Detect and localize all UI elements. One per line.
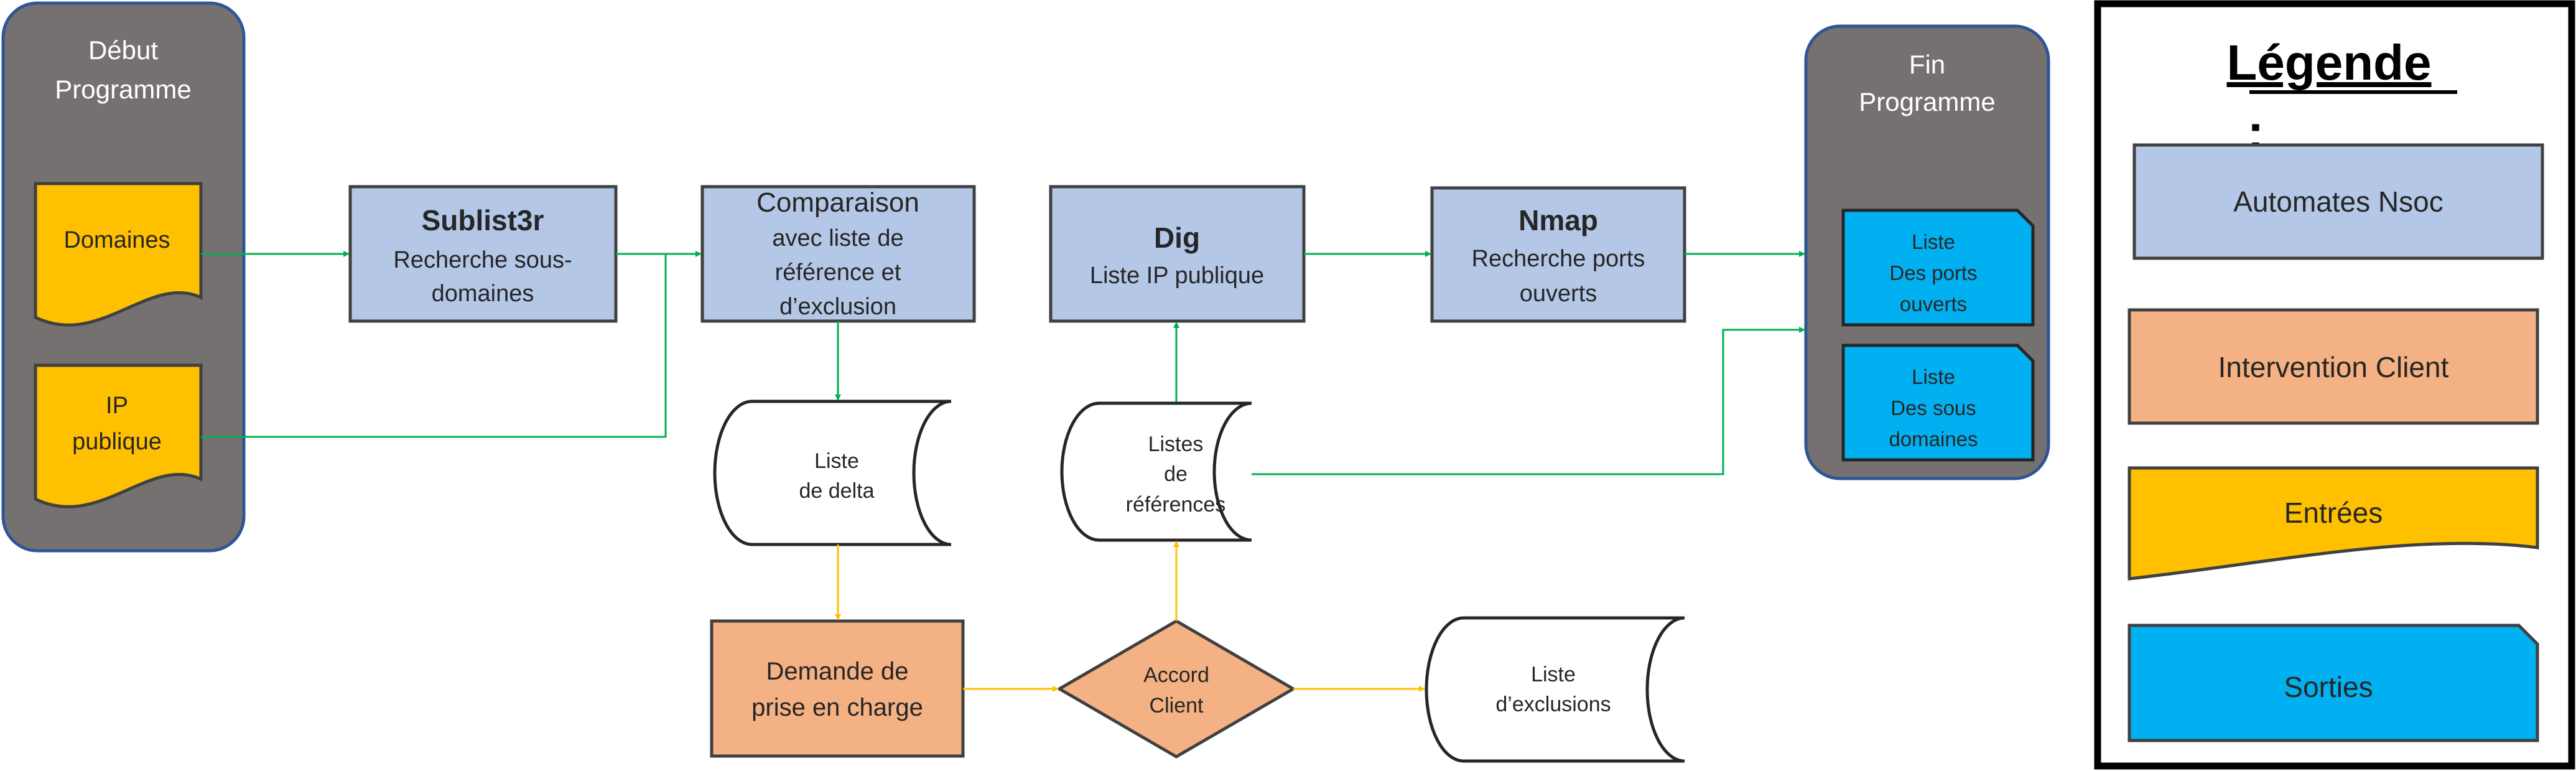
end-label-line2: Programme: [1859, 87, 1995, 116]
legend-client-label: Intervention Client: [2218, 351, 2449, 383]
end-label-line1: Fin: [1909, 50, 1945, 79]
start-label-line2: Programme: [55, 75, 191, 104]
storage-liste-delta: Liste de delta: [713, 400, 952, 546]
arrow-ip-to-comparaison: [201, 254, 667, 438]
ports-line1: Liste: [1912, 230, 1955, 253]
delta-line2: de delta: [799, 479, 875, 503]
comparaison-line3: d’exclusion: [779, 294, 896, 320]
sublist3r-line1: Recherche sous-: [393, 247, 572, 273]
output-ports-ouverts: Liste Des ports ouverts: [1841, 208, 2035, 327]
decision-accord-client: Accord Client: [1056, 619, 1296, 759]
ports-line2: Des ports: [1889, 261, 1977, 284]
demande-line2: prise en charge: [751, 694, 923, 721]
references-line3: références: [1126, 493, 1226, 516]
legend-intervention-client: Intervention Client: [2127, 308, 2539, 425]
sublist3r-title: Sublist3r: [422, 204, 544, 236]
client-demande-prise-en-charge: Demande de prise en charge: [710, 619, 965, 758]
input-domaines: Domaines: [34, 182, 203, 327]
process-sublist3r: Sublist3r Recherche sous- domaines: [348, 185, 618, 323]
legend: Légende : Automates Nsoc Intervention Cl…: [2094, 0, 2575, 770]
input-ip-publique: IP publique: [34, 363, 203, 508]
nmap-line2: ouverts: [1520, 281, 1597, 307]
legend-title: Légende: [2227, 35, 2432, 90]
nmap-line1: Recherche ports: [1472, 246, 1645, 272]
sous-domaines-line2: Des sous: [1890, 396, 1976, 419]
legend-entrees: Entrées: [2127, 466, 2539, 581]
comparaison-line2: référence et: [775, 259, 901, 286]
references-line2: de: [1164, 462, 1188, 486]
legend-automates-label: Automates Nsoc: [2233, 185, 2443, 218]
ports-line3: ouverts: [1900, 292, 1967, 315]
sous-domaines-line1: Liste: [1912, 365, 1955, 388]
delta-line1: Liste: [814, 449, 859, 473]
demande-line1: Demande de: [766, 658, 908, 685]
legend-automates: Automates Nsoc: [2132, 143, 2544, 260]
start-label-line1: Début: [88, 35, 158, 65]
process-dig: Dig Liste IP publique: [1049, 185, 1306, 323]
legend-entrees-label: Entrées: [2284, 497, 2383, 529]
input-domaines-label: Domaines: [63, 227, 170, 253]
storage-listes-references: Listes de références: [1060, 401, 1252, 542]
exclusions-line2: d’exclusions: [1495, 693, 1611, 716]
process-comparaison: Comparaison avec liste de référence et d…: [700, 185, 976, 323]
arrow-references-to-end: [1252, 327, 1805, 475]
comparaison-title: Comparaison: [756, 187, 919, 218]
accord-line1: Accord: [1143, 663, 1209, 687]
output-sous-domaines: Liste Des sous domaines: [1841, 343, 2035, 462]
sous-domaines-line3: domaines: [1889, 428, 1978, 451]
sublist3r-line2: domaines: [432, 281, 534, 307]
input-ip-label-line1: IP: [106, 393, 128, 419]
dig-title: Dig: [1154, 222, 1200, 254]
exclusions-line1: Liste: [1531, 663, 1576, 686]
nmap-title: Nmap: [1518, 204, 1598, 236]
storage-liste-exclusions: Liste d’exclusions: [1425, 616, 1685, 763]
process-nmap: Nmap Recherche ports ouverts: [1430, 186, 1686, 323]
accord-line2: Client: [1150, 694, 1204, 717]
legend-sorties-label: Sorties: [2284, 671, 2373, 703]
dig-line1: Liste IP publique: [1090, 263, 1264, 289]
references-line1: Listes: [1148, 432, 1204, 456]
input-ip-label-line2: publique: [72, 429, 162, 455]
legend-sorties: Sorties: [2127, 624, 2539, 742]
comparaison-line1: avec liste de: [772, 225, 903, 251]
